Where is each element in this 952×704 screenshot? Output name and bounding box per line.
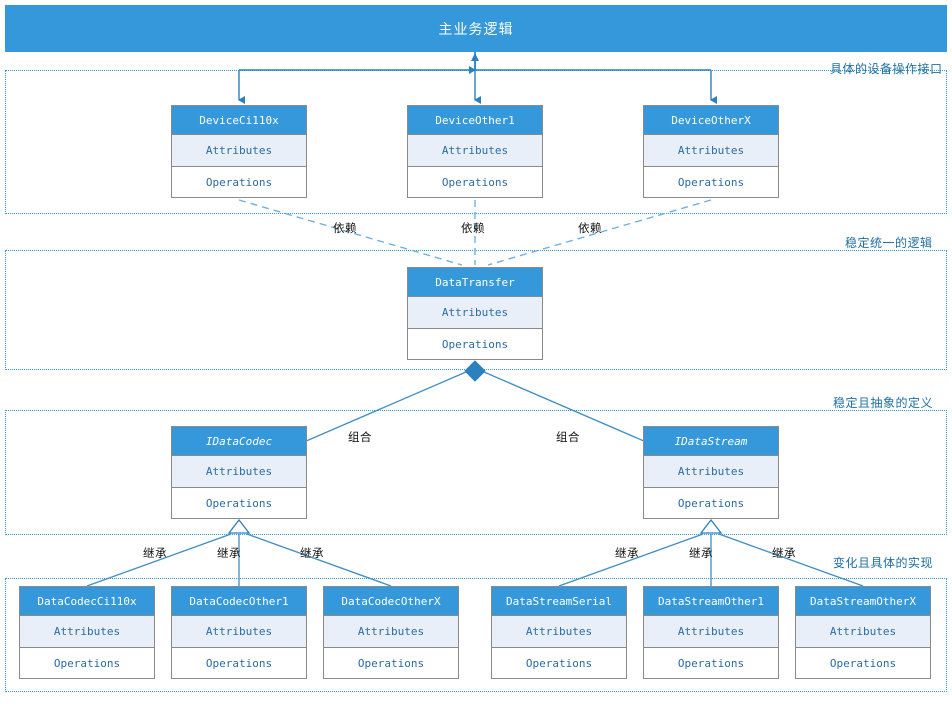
class-box-datacodec-ci110x[interactable]: DataCodecCi110x Attributes Operations [19, 586, 155, 679]
edge-label-dependency-center: 依赖 [461, 221, 485, 235]
class-box-datastream-serial[interactable]: DataStreamSerial Attributes Operations [491, 586, 627, 679]
class-name-datastream-serial: DataStreamSerial [492, 587, 626, 616]
main-business-logic-banner: 主业务逻辑 [5, 5, 947, 52]
class-name-datastream-other1: DataStreamOther1 [644, 587, 778, 616]
class-box-device-other1[interactable]: DeviceOther1 Attributes Operations [407, 105, 543, 198]
edge-label-inheritance-6: 继承 [772, 546, 796, 560]
edge-label-inheritance-1: 继承 [143, 546, 167, 560]
class-attributes-device-other1: Attributes [408, 135, 542, 167]
class-operations-device-otherx: Operations [644, 167, 778, 197]
class-operations-datastream-serial: Operations [492, 648, 626, 678]
edge-label-composition-right: 组合 [556, 430, 580, 444]
class-attributes-data-transfer: Attributes [408, 297, 542, 329]
class-attributes-datacodec-ci110x: Attributes [20, 616, 154, 648]
class-attributes-datacodec-otherx: Attributes [324, 616, 458, 648]
edge-label-inheritance-2: 继承 [217, 546, 241, 560]
device-interface-zone-label: 具体的设备操作接口 [830, 62, 943, 76]
class-operations-datastream-otherx: Operations [796, 648, 930, 678]
class-name-idatacodec: IDataCodec [172, 427, 306, 456]
concrete-implementation-zone-label: 变化且具体的实现 [833, 556, 934, 570]
class-name-datacodec-ci110x: DataCodecCi110x [20, 587, 154, 616]
class-box-datacodec-other1[interactable]: DataCodecOther1 Attributes Operations [171, 586, 307, 679]
edge-label-inheritance-3: 继承 [300, 546, 324, 560]
class-attributes-device-ci110x: Attributes [172, 135, 306, 167]
class-attributes-device-otherx: Attributes [644, 135, 778, 167]
class-box-datastream-other1[interactable]: DataStreamOther1 Attributes Operations [643, 586, 779, 679]
class-name-data-transfer: DataTransfer [408, 268, 542, 297]
banner-title: 主业务逻辑 [438, 21, 514, 38]
abstract-definition-zone-label: 稳定且抽象的定义 [833, 396, 934, 410]
class-name-datacodec-other1: DataCodecOther1 [172, 587, 306, 616]
class-attributes-idatastream: Attributes [644, 456, 778, 488]
edge-label-dependency-left: 依赖 [333, 221, 357, 235]
class-name-device-other1: DeviceOther1 [408, 106, 542, 135]
class-box-datacodec-otherx[interactable]: DataCodecOtherX Attributes Operations [323, 586, 459, 679]
class-name-device-otherx: DeviceOtherX [644, 106, 778, 135]
class-name-datastream-otherx: DataStreamOtherX [796, 587, 930, 616]
abstract-definition-zone [5, 410, 947, 535]
class-operations-idatastream: Operations [644, 488, 778, 518]
class-operations-datastream-other1: Operations [644, 648, 778, 678]
edge-label-inheritance-5: 继承 [689, 546, 713, 560]
class-box-datastream-otherx[interactable]: DataStreamOtherX Attributes Operations [795, 586, 931, 679]
class-box-device-ci110x[interactable]: DeviceCi110x Attributes Operations [171, 105, 307, 198]
class-name-idatastream: IDataStream [644, 427, 778, 456]
class-name-device-ci110x: DeviceCi110x [172, 106, 306, 135]
class-box-idatastream[interactable]: IDataStream Attributes Operations [643, 426, 779, 519]
class-box-device-otherx[interactable]: DeviceOtherX Attributes Operations [643, 105, 779, 198]
edge-label-dependency-right: 依赖 [578, 221, 602, 235]
class-operations-device-other1: Operations [408, 167, 542, 197]
class-attributes-datastream-otherx: Attributes [796, 616, 930, 648]
class-attributes-datacodec-other1: Attributes [172, 616, 306, 648]
class-name-datacodec-otherx: DataCodecOtherX [324, 587, 458, 616]
class-box-idatacodec[interactable]: IDataCodec Attributes Operations [171, 426, 307, 519]
class-attributes-datastream-serial: Attributes [492, 616, 626, 648]
class-operations-device-ci110x: Operations [172, 167, 306, 197]
class-operations-datacodec-ci110x: Operations [20, 648, 154, 678]
class-operations-datacodec-otherx: Operations [324, 648, 458, 678]
class-operations-data-transfer: Operations [408, 329, 542, 359]
class-attributes-idatacodec: Attributes [172, 456, 306, 488]
class-attributes-datastream-other1: Attributes [644, 616, 778, 648]
class-operations-idatacodec: Operations [172, 488, 306, 518]
concrete-implementation-zone [5, 578, 947, 692]
stable-logic-zone-label: 稳定统一的逻辑 [845, 236, 933, 250]
class-operations-datacodec-other1: Operations [172, 648, 306, 678]
edge-label-composition-left: 组合 [348, 430, 372, 444]
edge-label-inheritance-4: 继承 [615, 546, 639, 560]
class-box-data-transfer[interactable]: DataTransfer Attributes Operations [407, 267, 543, 360]
